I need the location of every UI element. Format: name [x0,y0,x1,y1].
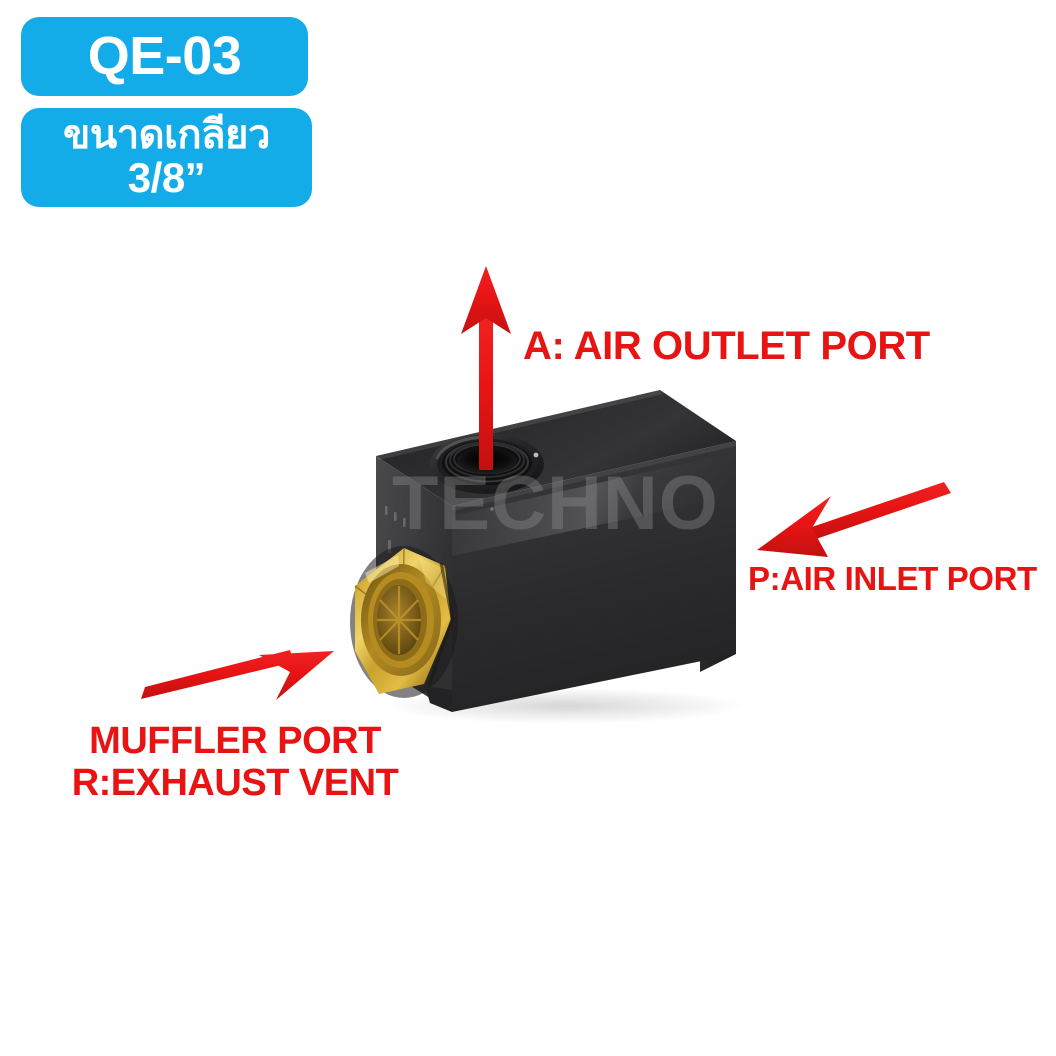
label-muffler-line1: MUFFLER PORT [89,720,381,762]
label-air-inlet-port: P:AIR INLET PORT [748,560,1037,597]
arrow-inlet [757,482,951,557]
body-lower-tab [425,686,452,712]
thread-size-label-thai: ขนาดเกลียว [63,112,270,157]
body-specular-highlight [452,452,736,556]
muffler-port [350,546,458,698]
thread-size-badge: ขนาดเกลียว 3/8” [21,108,312,207]
muffler-mesh-lines [377,586,421,654]
label-air-outlet-port: A: AIR OUTLET PORT [523,324,930,368]
thread-size-value: 3/8” [127,154,206,202]
label-muffler-port: MUFFLER PORT R:EXHAUST VENT [35,720,435,804]
casting-marks [385,506,406,553]
body-front-edge-highlight [452,441,736,511]
model-badge: QE-03 [21,17,308,96]
arrow-muffler [141,650,334,700]
arrow-up-outlet [461,266,511,470]
label-muffler-line2: R:EXHAUST VENT [71,761,399,804]
